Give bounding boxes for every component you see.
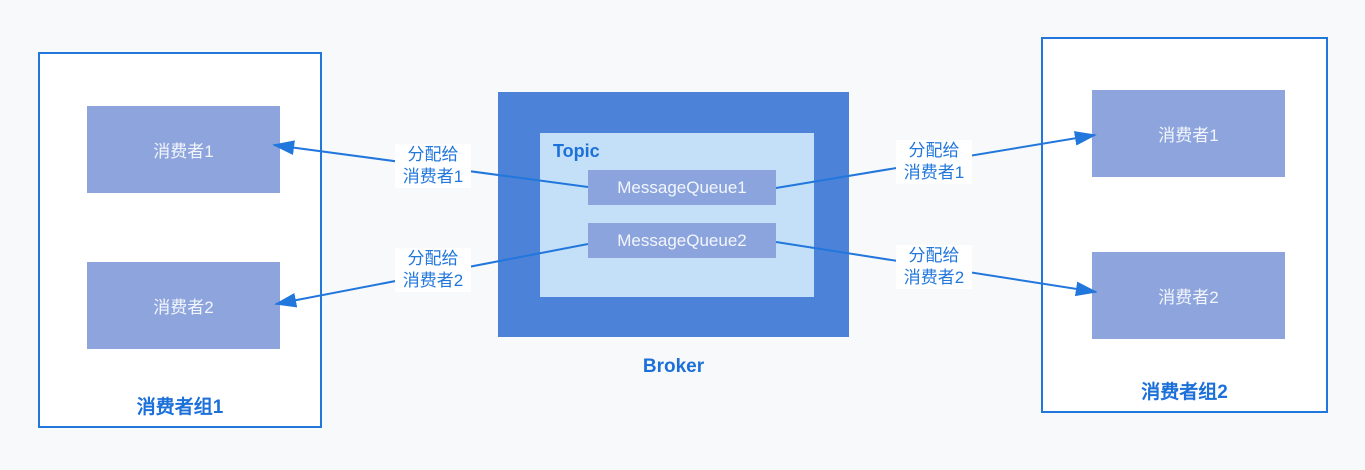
group2-consumer-2-box: 消费者2 [1092,252,1285,339]
assign-label-right-2-line2: 消费者2 [903,268,965,287]
message-queue-1-label: MessageQueue1 [617,177,747,197]
assign-label-right-1: 分配给 消费者1 [896,140,972,184]
consumer-group-2-label: 消费者组2 [1141,382,1228,403]
assign-label-left-2: 分配给 消费者2 [395,248,471,292]
assign-label-right-2-line1: 分配给 [908,246,960,265]
group2-consumer-2-label: 消费者2 [1158,288,1219,307]
assign-label-left-2-line2: 消费者2 [402,271,464,290]
assign-label-left-2-line1: 分配给 [407,249,459,268]
group1-consumer-1-box: 消费者1 [87,106,280,193]
consumer-group-1-label: 消费者组1 [136,397,224,418]
group2-consumer-1-box: 消费者1 [1092,90,1285,177]
group1-consumer-2-label: 消费者2 [153,298,214,317]
message-queue-2-label: MessageQueue2 [617,230,747,250]
assign-label-right-2: 分配给 消费者2 [896,245,972,289]
assign-label-left-1-line1: 分配给 [407,145,459,164]
assign-label-right-1-line2: 消费者1 [903,163,965,182]
broker-box: Topic MessageQueue1 MessageQueue2 [498,92,849,337]
group1-consumer-1-label: 消费者1 [153,142,214,161]
message-queue-2-box: MessageQueue2 [588,223,776,258]
consumer-group-1-box: 消费者1 消费者2 消费者组1 [38,52,322,428]
message-queue-1-box: MessageQueue1 [588,170,776,205]
assign-label-left-1: 分配给 消费者1 [395,144,471,188]
topic-label: Topic [553,141,600,161]
group2-consumer-1-label: 消费者1 [1158,126,1219,145]
consumer-group-2-box: 消费者1 消费者2 消费者组2 [1041,37,1328,413]
topic-box: Topic MessageQueue1 MessageQueue2 [540,133,814,297]
assign-label-right-1-line1: 分配给 [908,141,960,160]
broker-label: Broker [642,356,705,377]
group1-consumer-2-box: 消费者2 [87,262,280,349]
assign-label-left-1-line2: 消费者1 [402,167,464,186]
